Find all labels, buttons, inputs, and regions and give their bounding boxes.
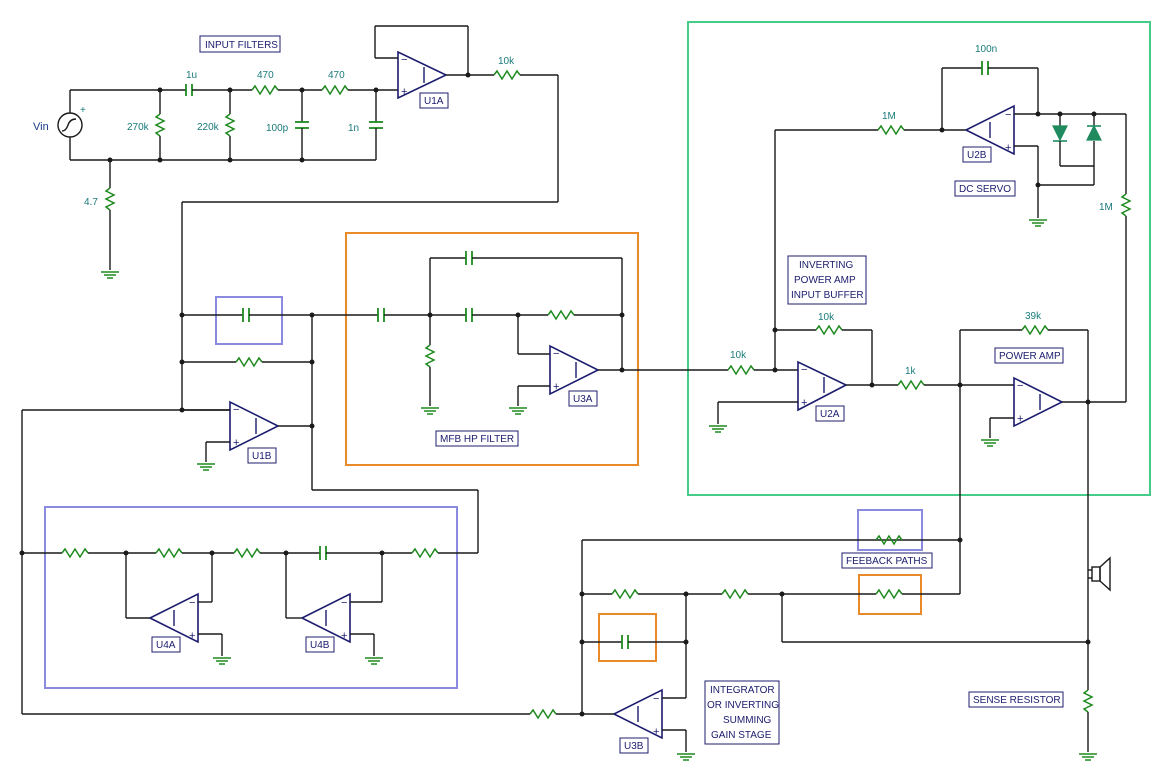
dc-servo: − + (775, 61, 1132, 402)
svg-text:−: − (341, 597, 347, 609)
value-c-1n: 1n (348, 123, 359, 134)
svg-text:INPUT FILTERS: INPUT FILTERS (205, 40, 278, 51)
value-r-470-b: 470 (328, 70, 345, 81)
value-r-270k: 270k (127, 122, 150, 133)
svg-text:−: − (401, 54, 407, 66)
mfb-hp-filter: − + (377, 251, 728, 415)
svg-text:U4A: U4A (156, 640, 176, 651)
svg-text:MFB HP FILTER: MFB HP FILTER (440, 434, 514, 445)
u4-filter-chain: − + − + (19, 409, 478, 714)
svg-text:INVERTING: INVERTING (799, 260, 853, 271)
svg-text:U4B: U4B (310, 640, 330, 651)
mfb-hp-filter-region (345, 232, 639, 466)
svg-text:−: − (189, 597, 195, 609)
label-sense-resistor: SENSE RESISTOR (968, 691, 1064, 708)
svg-text:+: + (801, 397, 807, 409)
svg-text:U1A: U1A (424, 96, 444, 107)
svg-text:FEEBACK PATHS: FEEBACK PATHS (846, 556, 928, 567)
svg-text:SENSE RESISTOR: SENSE RESISTOR (973, 695, 1061, 706)
label-feedback-paths: FEEBACK PATHS (841, 552, 933, 569)
u1b-section: − + (179, 202, 479, 553)
label-vin: Vin (33, 121, 49, 133)
svg-text:GAIN STAGE: GAIN STAGE (711, 730, 772, 741)
u1a-opamp: − + (182, 25, 559, 203)
value-r-10k-input: 10k (730, 350, 747, 361)
svg-text:OR INVERTING: OR INVERTING (707, 700, 779, 711)
svg-text:+: + (1005, 142, 1011, 154)
value-c-100n: 100n (975, 44, 997, 55)
power-amp: − + (897, 324, 1126, 761)
label-u3b: U3B (619, 737, 649, 754)
svg-text:−: − (553, 348, 559, 360)
dc-servo-power-amp-region (687, 21, 1151, 496)
svg-text:−: − (801, 364, 807, 376)
svg-text:−: − (653, 693, 659, 705)
svg-text:+: + (1017, 413, 1023, 425)
label-power-amp: POWER AMP (994, 347, 1064, 364)
value-c-100p: 100p (266, 123, 289, 134)
label-mfb-hp-filter: MFB HP FILTER (435, 430, 519, 447)
svg-text:−: − (1017, 380, 1023, 392)
value-r-1m-right: 1M (1099, 202, 1113, 213)
svg-text:+: + (189, 630, 195, 642)
svg-text:U1B: U1B (252, 451, 272, 462)
svg-text:+: + (401, 86, 407, 98)
input-filter-section: + (57, 84, 398, 279)
svg-text:POWER AMP: POWER AMP (794, 275, 856, 286)
input-capacitor-highlight (215, 296, 283, 345)
value-c-1u: 1u (186, 70, 197, 81)
svg-text:INPUT BUFFER: INPUT BUFFER (791, 290, 864, 301)
label-inverting-buffer: INVERTING POWER AMP INPUT BUFFER (787, 255, 867, 305)
svg-text:U3B: U3B (624, 741, 644, 752)
label-u2b: U2B (962, 146, 992, 163)
value-r-39k: 39k (1025, 311, 1042, 322)
svg-text:SUMMING: SUMMING (723, 715, 772, 726)
label-u1a: U1A (419, 92, 449, 109)
value-r-10k-feedback: 10k (818, 312, 835, 323)
svg-text:+: + (233, 437, 239, 449)
svg-text:INTEGRATOR: INTEGRATOR (710, 685, 775, 696)
value-r-4-7: 4.7 (84, 197, 98, 208)
integrator-capacitor-highlight (598, 613, 657, 662)
u4-filter-region (44, 506, 458, 689)
label-dc-servo: DC SERVO (954, 180, 1016, 197)
value-r-1m-top: 1M (882, 111, 896, 122)
feedback-resistor-highlight-blue (857, 509, 923, 551)
feedback-integrator: − + (22, 534, 1088, 761)
label-integrator: INTEGRATOR OR INVERTING SUMMING GAIN STA… (704, 680, 780, 745)
u2a-inverting-buffer: − + (708, 130, 898, 433)
svg-text:−: − (1005, 109, 1011, 121)
label-input-filters: INPUT FILTERS (199, 35, 281, 53)
svg-text:+: + (553, 381, 559, 393)
value-r-220k: 220k (197, 122, 220, 133)
value-r-1k: 1k (905, 366, 917, 377)
svg-text:U3A: U3A (573, 394, 593, 405)
svg-text:+: + (653, 726, 659, 738)
value-r-10k-u1: 10k (498, 56, 515, 67)
label-u4b: U4B (305, 636, 335, 653)
svg-text:DC SERVO: DC SERVO (959, 184, 1011, 195)
label-u1b: U1B (247, 447, 277, 464)
label-u3a: U3A (568, 390, 598, 407)
label-u4a: U4A (151, 636, 181, 653)
svg-text:+: + (341, 630, 347, 642)
value-r-470-a: 470 (257, 70, 274, 81)
svg-text:U2A: U2A (820, 409, 840, 420)
label-u2a: U2A (815, 405, 845, 422)
svg-text:−: − (233, 404, 239, 416)
svg-text:POWER AMP: POWER AMP (999, 351, 1061, 362)
svg-text:+: + (80, 105, 86, 116)
svg-text:U2B: U2B (967, 150, 987, 161)
